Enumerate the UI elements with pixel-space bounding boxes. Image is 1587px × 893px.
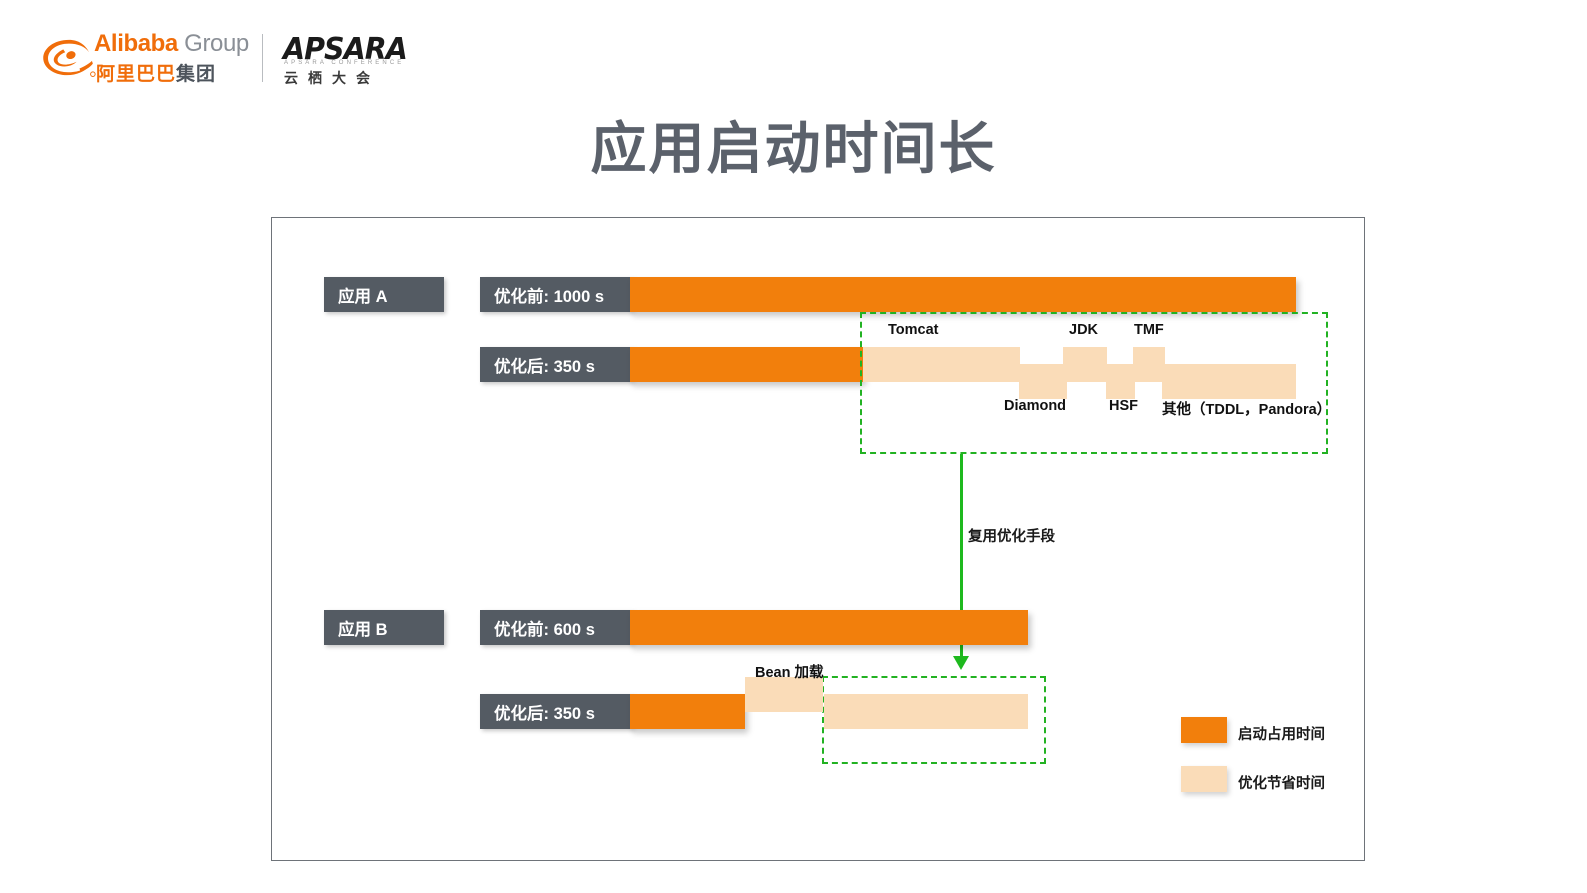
app-a-savings-dashed-box: [860, 312, 1328, 454]
legend-swatch-saved-time: [1181, 766, 1227, 792]
reuse-arrow-label: 复用优化手段: [968, 529, 1055, 545]
app-b-segment-label-bean-loading: Bean 加载: [755, 665, 824, 681]
legend-label-startup-time: 启动占用时间: [1238, 727, 1325, 743]
app-a-segment-label-tomcat: Tomcat: [888, 322, 939, 338]
app-a-before-label: 优化前: 1000 s: [480, 277, 633, 312]
app-b-savings-dashed-box: [822, 676, 1046, 764]
app-a-after-label: 优化后: 350 s: [480, 347, 633, 382]
apsara-conference-logo: APSARA APSARA CONFERENCE 云栖大会: [283, 32, 413, 86]
app-a-segment-label-diamond: Diamond: [1004, 398, 1067, 414]
apsara-chinese-wordmark: 云栖大会: [284, 70, 380, 86]
brand-logo-bar: Alibaba Group 阿里巴巴集团 APSARA APSARA CONFE…: [40, 30, 408, 86]
app-a-segment-hsf: [1106, 364, 1135, 399]
app-a-segment-tomcat: [863, 347, 1020, 382]
app-a-after-bar: [630, 347, 863, 382]
app-b-after-label: 优化后: 350 s: [480, 694, 633, 729]
app-a-name-tag: 应用 A: [324, 277, 444, 312]
page-title: 应用启动时间长: [590, 117, 997, 182]
alibaba-chinese-wordmark: 阿里巴巴集团: [96, 64, 217, 85]
reuse-arrow-head-icon: [953, 656, 969, 670]
apsara-subtitle: APSARA CONFERENCE: [284, 60, 405, 66]
alibaba-wordmark: Alibaba Group: [94, 30, 249, 57]
app-a-segment-others: [1162, 364, 1296, 399]
legend-label-saved-time: 优化节省时间: [1238, 776, 1325, 792]
app-b-after-bar: [630, 694, 745, 729]
apsara-wordmark: APSARA: [283, 32, 408, 67]
alibaba-group-logo: Alibaba Group 阿里巴巴集团: [40, 30, 250, 86]
app-b-segment-bean-loading: [745, 677, 823, 712]
app-b-segment-reused: [824, 694, 1028, 729]
alibaba-smile-mark-icon: [43, 39, 96, 77]
app-a-segment-label-others: 其他（TDDL，Pandora）: [1162, 402, 1332, 418]
app-a-before-bar: [630, 277, 1296, 312]
legend-swatch-startup-time: [1181, 717, 1227, 743]
app-b-name-tag: 应用 B: [324, 610, 444, 645]
app-a-segment-diamond: [1019, 364, 1067, 399]
diagram-frame: [271, 217, 1365, 861]
logo-divider: [262, 34, 263, 82]
app-b-before-bar: [630, 610, 1028, 645]
app-b-before-label: 优化前: 600 s: [480, 610, 633, 645]
app-a-segment-jdk: [1063, 347, 1107, 382]
app-a-segment-label-jdk: JDK: [1069, 322, 1099, 338]
app-a-segment-tmf: [1133, 347, 1165, 382]
reuse-arrow-line: [960, 454, 963, 658]
app-a-segment-label-hsf: HSF: [1109, 398, 1138, 414]
app-a-segment-label-tmf: TMF: [1134, 322, 1164, 338]
